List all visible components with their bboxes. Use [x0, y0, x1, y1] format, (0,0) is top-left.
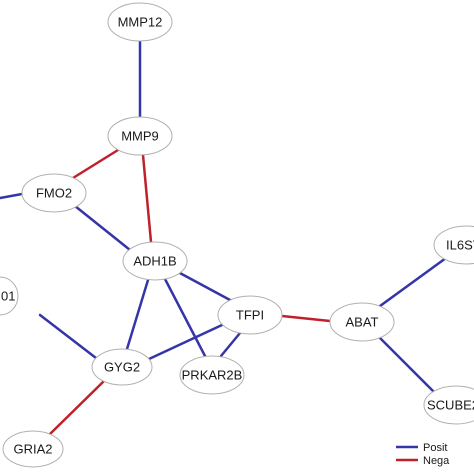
node-label-gyg2: GYG2 [104, 360, 140, 375]
edge-tfpi-prkar2b [219, 331, 242, 358]
legend-negative-label: Nega [423, 455, 450, 467]
edge-tfpi-abat [280, 314, 332, 323]
node-label-il6st: IL6ST [446, 238, 474, 253]
node-label-tfpi: TFPI [236, 308, 264, 323]
edge-adh1b-prkar2b [163, 277, 207, 358]
node-abat[interactable]: ABAT [329, 302, 395, 342]
edge-layer [0, 39, 448, 436]
legend-positive-label: Posit [423, 442, 447, 454]
node-label-gria2: GRIA2 [13, 442, 52, 457]
node-mmp12[interactable]: MMP12 [107, 2, 173, 42]
node-il6st[interactable]: IL6ST [433, 225, 474, 265]
node-label-mmp9: MMP9 [121, 129, 159, 144]
node-prkar2b[interactable]: PRKAR2B [179, 355, 245, 395]
node-gyg2[interactable]: GYG2 [91, 348, 153, 386]
node-label-prkar2b: PRKAR2B [182, 368, 243, 383]
edge-gyg2-gria2 [48, 379, 106, 436]
node-label-scube2: SCUBE2 [427, 398, 474, 413]
node-label-abat: ABAT [346, 315, 379, 330]
node-label-partial-left: 01 [1, 289, 15, 304]
edge-fmo2-offscreen-left [0, 192, 24, 200]
legend: Posit Nega [396, 442, 450, 467]
node-mmp9[interactable]: MMP9 [107, 116, 173, 156]
node-label-mmp12: MMP12 [118, 15, 163, 30]
edge-adh1b-tfpi [176, 270, 232, 302]
node-partial-left[interactable]: 01 [0, 276, 19, 316]
node-fmo2[interactable]: FMO2 [21, 173, 87, 213]
node-scube2[interactable]: SCUBE2 [423, 385, 474, 425]
node-adh1b[interactable]: ADH1B [122, 241, 188, 281]
edge-gyg2-offscreen-left [38, 313, 98, 360]
edge-fmo2-adh1b [73, 204, 132, 252]
edge-mmp9-adh1b [141, 153, 153, 244]
edge-abat-il6st [378, 256, 448, 308]
node-tfpi[interactable]: TFPI [217, 295, 283, 335]
edge-tfpi-gyg2 [147, 323, 224, 361]
edge-adh1b-gyg2 [125, 278, 150, 351]
edge-abat-scube2 [378, 336, 436, 394]
node-gria2[interactable]: GRIA2 [2, 430, 64, 468]
node-label-adh1b: ADH1B [133, 254, 176, 269]
edge-mmp9-fmo2 [71, 148, 120, 180]
node-label-fmo2: FMO2 [36, 186, 72, 201]
